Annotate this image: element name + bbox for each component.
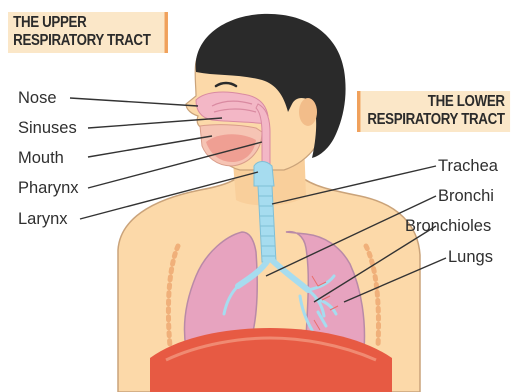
- upper-tract-banner: THE UPPER RESPIRATORY TRACT: [8, 12, 168, 53]
- leader-nose: [70, 98, 198, 106]
- lower-tract-title-line-2: RESPIRATORY TRACT: [367, 111, 504, 129]
- lower-tract-banner: THE LOWER RESPIRATORY TRACT: [357, 91, 510, 132]
- label-bronchioles: Bronchioles: [405, 216, 491, 236]
- label-lungs: Lungs: [448, 247, 493, 267]
- larynx: [254, 162, 274, 187]
- lower-tract-title-line-1: THE LOWER: [367, 93, 504, 111]
- label-bronchi: Bronchi: [438, 186, 494, 206]
- leader-mouth: [88, 136, 212, 157]
- ear: [299, 98, 317, 126]
- label-pharynx: Pharynx: [18, 178, 79, 198]
- upper-tract-title-line-2: RESPIRATORY TRACT: [13, 32, 150, 50]
- label-larynx: Larynx: [18, 209, 68, 229]
- label-sinuses: Sinuses: [18, 118, 77, 138]
- label-nose: Nose: [18, 88, 57, 108]
- label-trachea: Trachea: [438, 156, 498, 176]
- label-mouth: Mouth: [18, 148, 64, 168]
- upper-tract-title-line-1: THE UPPER: [13, 14, 150, 32]
